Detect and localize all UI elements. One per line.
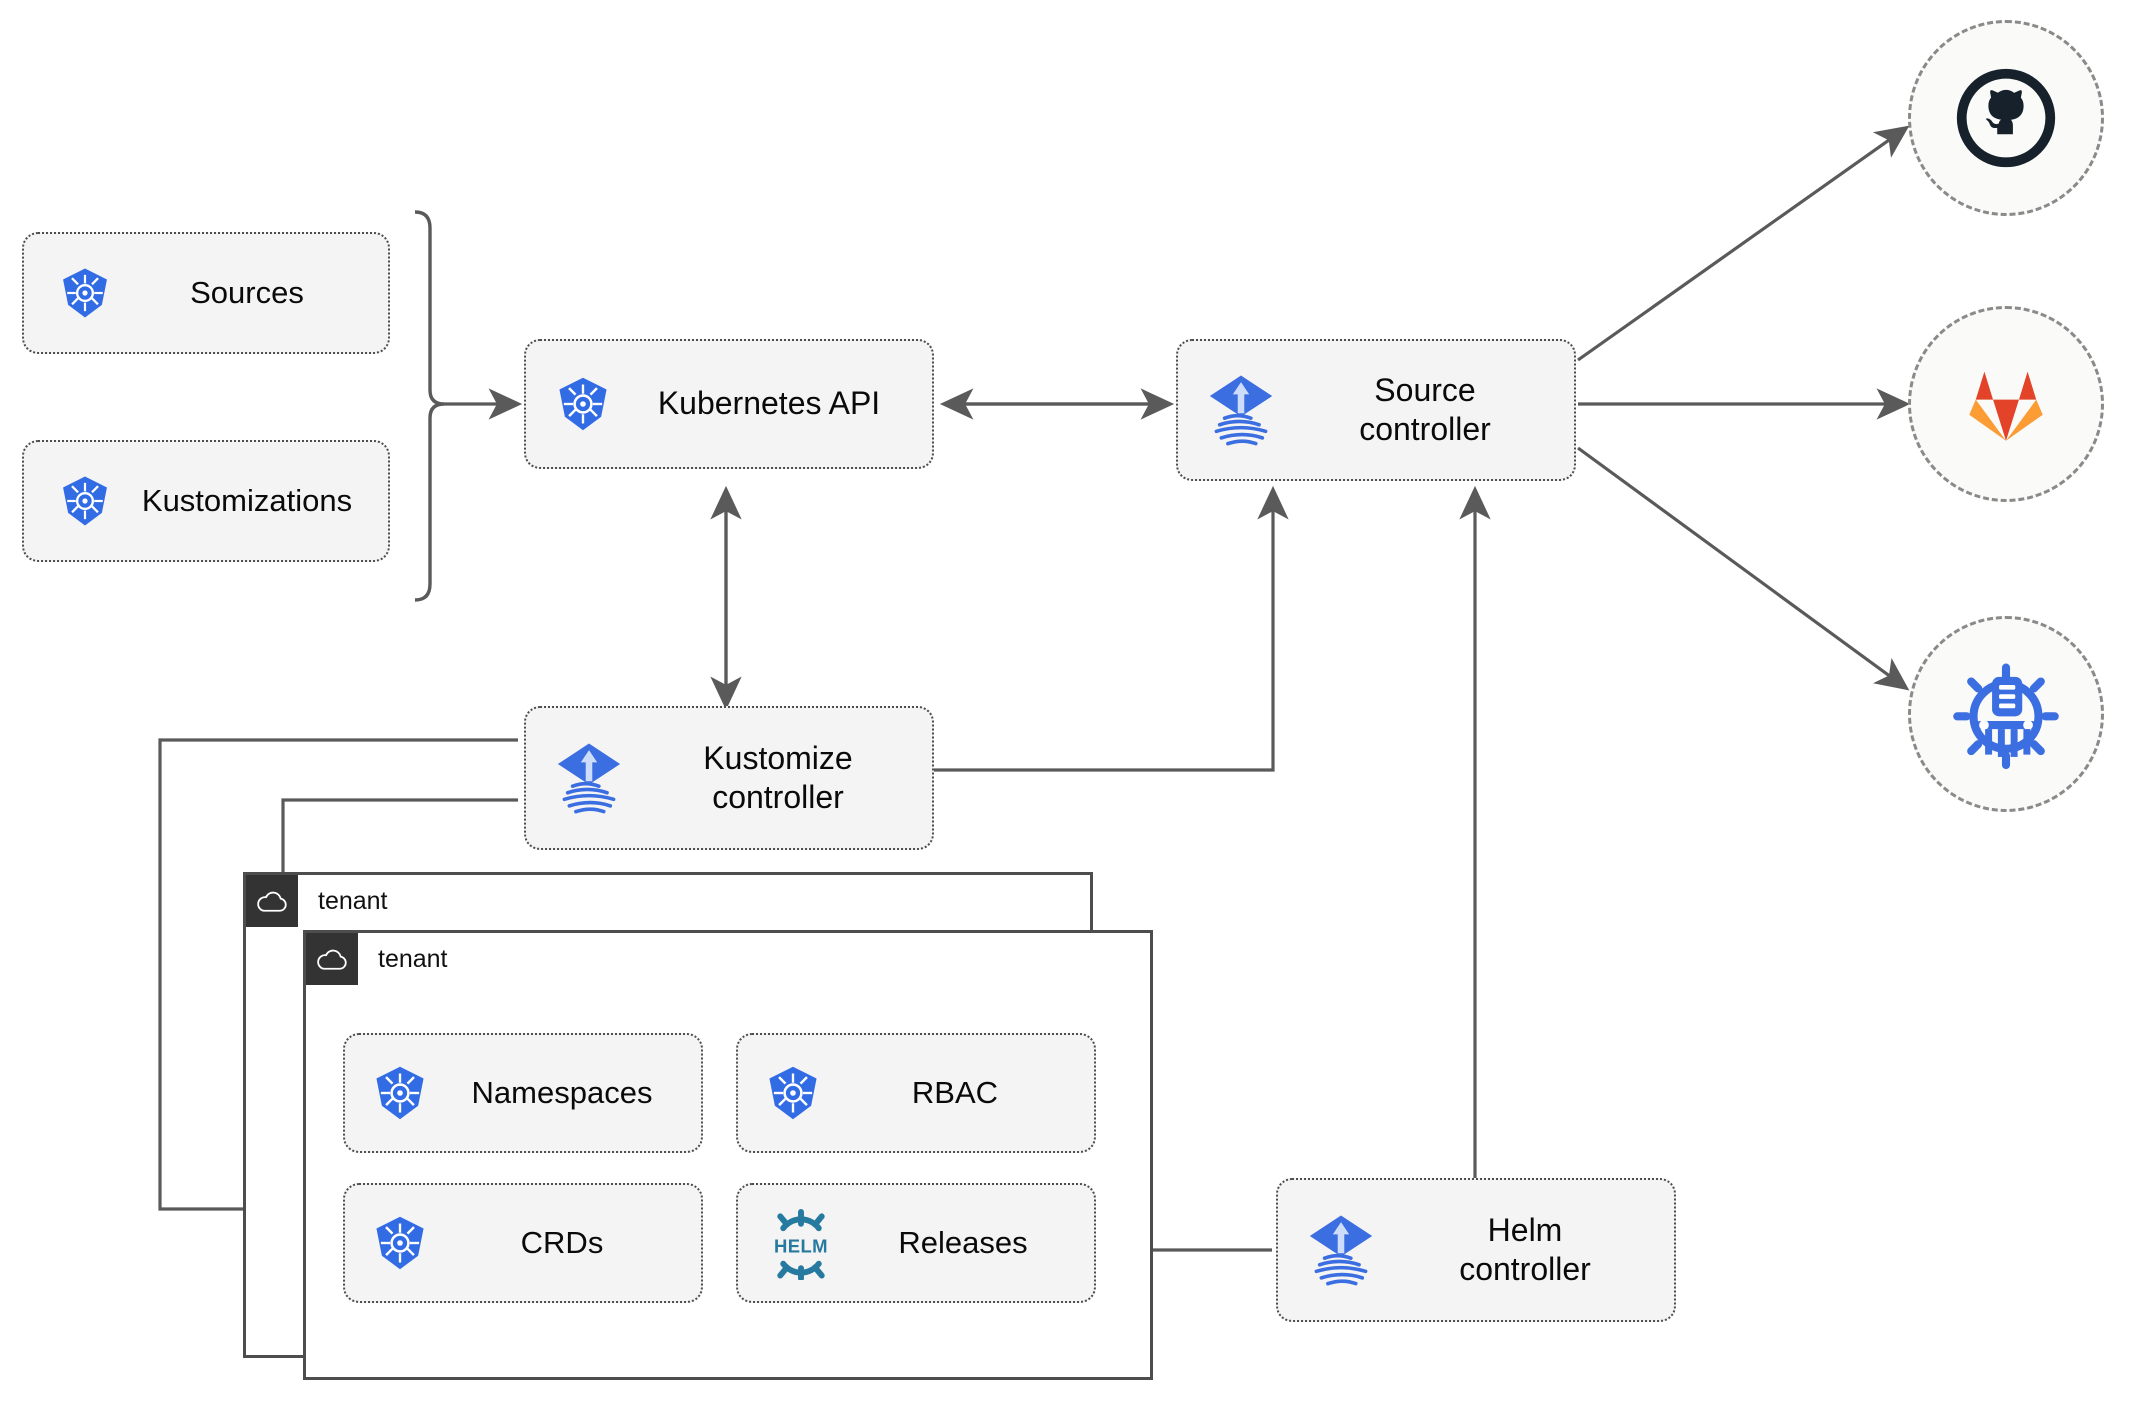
node-kustomizations[interactable]: Kustomizations (22, 440, 390, 562)
kubernetes-icon (58, 266, 112, 320)
node-namespaces-label: Namespaces (471, 1075, 653, 1111)
node-kubernetes-api[interactable]: Kubernetes API (524, 339, 934, 469)
node-crds-label: CRDs (520, 1225, 604, 1261)
kubernetes-icon (58, 474, 112, 528)
github-icon (1956, 68, 2056, 168)
helm-repository-icon (1953, 663, 2059, 770)
tenant-front-header: tenant (306, 933, 448, 985)
kubernetes-icon (371, 1214, 429, 1272)
cloud-icon (246, 875, 298, 927)
node-namespaces[interactable]: Namespaces (343, 1033, 703, 1153)
node-rbac[interactable]: RBAC (736, 1033, 1096, 1153)
node-source-controller[interactable]: Source controller (1176, 339, 1576, 481)
helm-icon: HELM (764, 1206, 838, 1280)
cloud-icon (306, 933, 358, 985)
node-releases[interactable]: HELM Releases (736, 1183, 1096, 1303)
node-kustomize-controller[interactable]: Kustomize controller (524, 706, 934, 850)
kubernetes-icon (554, 375, 612, 433)
endpoint-helm-repository[interactable] (1908, 616, 2104, 812)
kubernetes-icon (371, 1064, 429, 1122)
tenant-front-container[interactable]: tenant Namespaces (303, 930, 1153, 1380)
node-source-controller-label: Source controller (1359, 371, 1491, 447)
svg-text:HELM: HELM (774, 1236, 828, 1257)
node-helm-controller-label: Helm controller (1459, 1211, 1591, 1287)
flux-icon (1300, 1209, 1382, 1291)
tenant-back-label: tenant (318, 886, 388, 915)
node-crds[interactable]: CRDs (343, 1183, 703, 1303)
gitlab-icon (1969, 371, 2043, 441)
flux-icon (1200, 369, 1282, 451)
node-kustomize-controller-label: Kustomize controller (703, 739, 853, 815)
node-sources[interactable]: Sources (22, 232, 390, 354)
kubernetes-icon (764, 1064, 822, 1122)
endpoint-gitlab[interactable] (1908, 306, 2104, 502)
node-helm-controller[interactable]: Helm controller (1276, 1178, 1676, 1322)
tenant-front-label: tenant (378, 944, 448, 973)
node-releases-label: Releases (898, 1225, 1028, 1261)
node-kubernetes-api-label: Kubernetes API (657, 385, 881, 422)
flux-icon (548, 737, 630, 819)
tenant-back-header: tenant (246, 875, 388, 927)
node-kustomizations-label: Kustomizations (141, 483, 353, 519)
endpoint-github[interactable] (1908, 20, 2104, 216)
node-rbac-label: RBAC (911, 1075, 999, 1111)
node-sources-label: Sources (190, 275, 304, 311)
